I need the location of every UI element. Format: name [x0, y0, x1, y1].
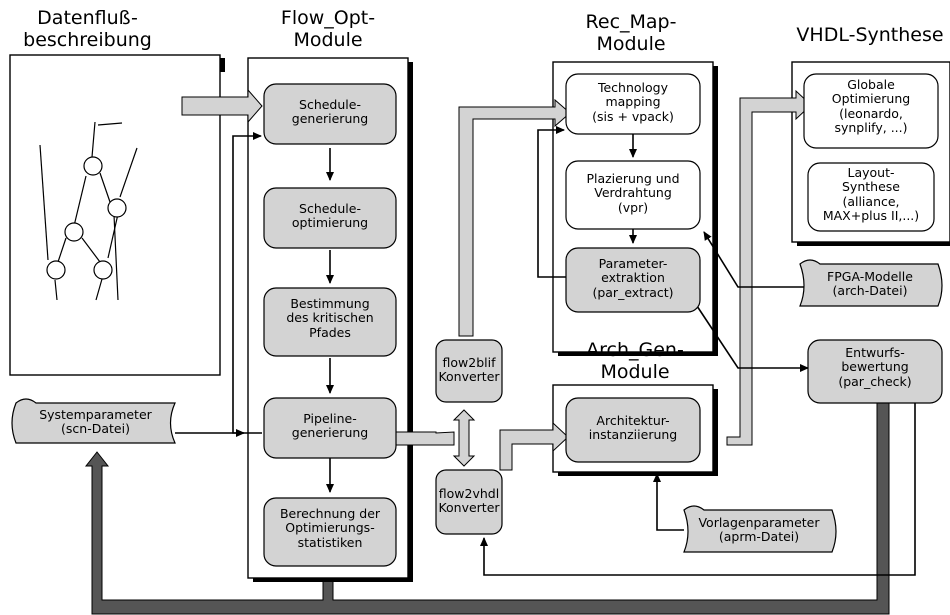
heading-datenfluss: Datenfluß- beschreibung: [23, 7, 152, 51]
thick-arrows: [181, 88, 812, 471]
heading-arch-gen: Arch_Gen- Module: [586, 339, 684, 383]
dataflow-graph: [39, 121, 138, 301]
box-plazierung-verdrahtung: Plazierung und Verdrahtung (vpr): [586, 171, 680, 215]
file-systemparameter: Systemparameter (scn-Datei): [39, 407, 152, 437]
box-flow2blif: flow2blif Konverter: [438, 355, 500, 385]
box-kritischer-pfad: Bestimmung des kritischen Pfades: [286, 296, 374, 340]
box-schedule-generierung: Schedule- generierung: [291, 97, 369, 127]
heading-rec-map: Rec_Map- Module: [585, 11, 677, 55]
box-technology-mapping: Technology mapping (sis + vpack): [592, 80, 674, 124]
thin-arrows: [175, 126, 916, 576]
box-parameter-extraktion: Parameter- extraktion (par_extract): [592, 256, 674, 300]
box-flow2vhdl: flow2vhdl Konverter: [438, 486, 500, 516]
box-layout-synthese: Layout- Synthese (alliance, MAX+plus II,…: [822, 165, 920, 224]
file-vorlagenparameter: Vorlagenparameter (aprm-Datei): [698, 515, 820, 545]
box-schedule-optimierung: Schedule- optimierung: [291, 201, 369, 231]
data-file-shapes: [11, 259, 943, 553]
box-optimierungsstatistik: Berechnung der Optimierungs- statistiken: [279, 506, 381, 550]
box-entwurfsbewertung: Entwurfs- bewertung (par_check): [838, 345, 912, 389]
heading-flow-opt: Flow_Opt- Module: [280, 7, 376, 51]
process-boxes: [263, 73, 943, 567]
box-pipeline-generierung: Pipeline- generierung: [291, 411, 369, 441]
box-globale-optimierung: Globale Optimierung (leonardo, synplify,…: [831, 77, 911, 136]
heading-vhdl-synthese: VHDL-Synthese: [796, 24, 944, 46]
box-architektur-instanziierung: Architektur- instanziierung: [588, 413, 678, 443]
file-fpga-modelle: FPGA-Modelle (arch-Datei): [827, 269, 913, 299]
